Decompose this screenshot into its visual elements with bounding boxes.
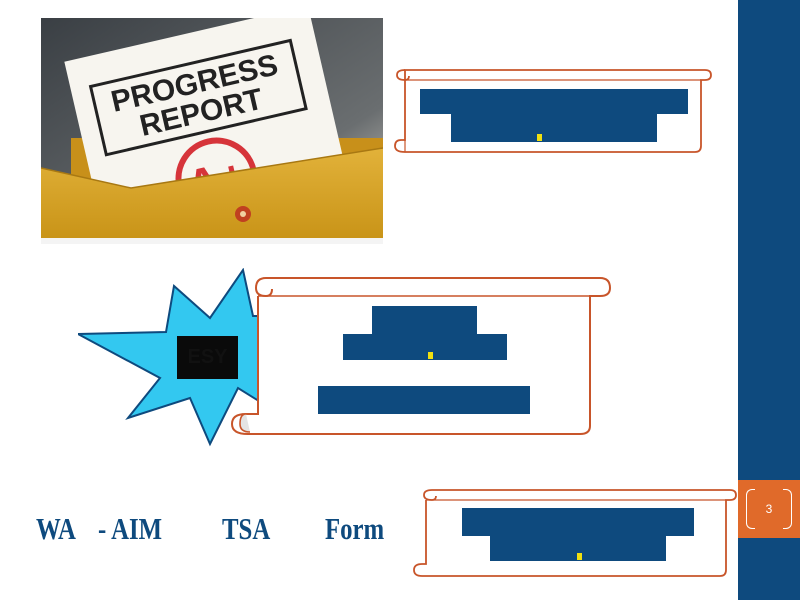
label-form: Form <box>325 511 385 546</box>
page-number-text: 3 <box>765 502 773 516</box>
esy-badge: ESY <box>177 336 238 379</box>
text-bar-3a <box>462 508 694 536</box>
progress-report-image: PROGRESS REPORT A+ <box>41 18 383 238</box>
text-bar-1b <box>451 114 657 142</box>
progress-report-illustration: PROGRESS REPORT A+ <box>41 18 383 238</box>
esy-badge-text: ESY <box>187 346 228 368</box>
left-bracket <box>746 489 755 529</box>
label-aim: - AIM <box>98 511 163 546</box>
highlight-mark-2 <box>428 352 433 359</box>
highlight-mark-1 <box>537 134 542 141</box>
label-tsa: TSA <box>222 511 271 546</box>
label-wa: WA <box>36 511 76 546</box>
text-bar-2a <box>372 306 477 336</box>
right-bracket <box>783 489 792 529</box>
text-bar-2b <box>343 334 507 360</box>
page-number: 3 <box>744 489 794 529</box>
photo-credit-strip <box>41 238 383 244</box>
text-bar-1a <box>420 89 688 114</box>
highlight-mark-3 <box>577 553 582 560</box>
text-bar-2c <box>318 386 530 414</box>
